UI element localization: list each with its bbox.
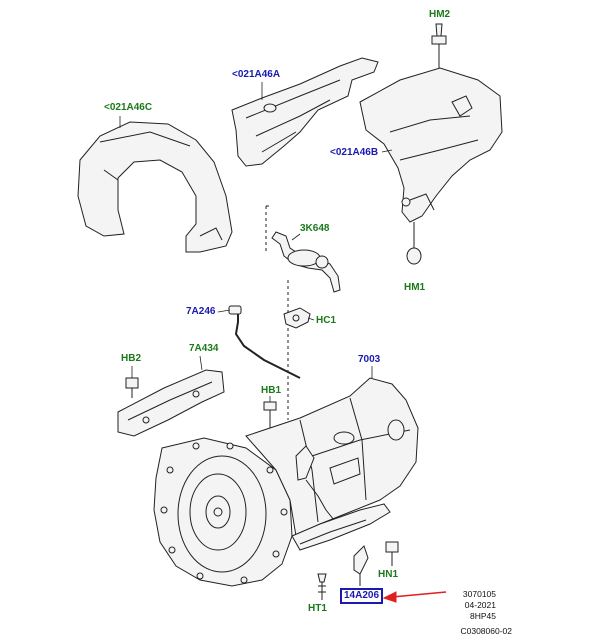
- label-hc1[interactable]: HC1: [316, 315, 337, 326]
- label-ht1[interactable]: HT1: [308, 603, 327, 614]
- label-hm2[interactable]: HM2: [429, 9, 451, 20]
- bolt-hm2: [431, 23, 447, 72]
- bolt-hb1: [263, 401, 277, 428]
- label-3k648[interactable]: 3K648: [300, 223, 330, 234]
- label-7003[interactable]: 7003: [358, 354, 381, 365]
- reference-line-3: 8HP45: [470, 611, 496, 621]
- tube-end-7a246: [228, 305, 242, 315]
- bracket-14a206: [353, 545, 369, 586]
- label-hb1[interactable]: HB1: [261, 385, 282, 396]
- label-021a46a[interactable]: <021A46A: [232, 69, 281, 80]
- breather-3k648: [271, 231, 341, 293]
- heat-shield-021a46c: [77, 121, 233, 253]
- label-hm1[interactable]: HM1: [404, 282, 426, 293]
- reference-code: C0308060-02: [460, 626, 512, 636]
- reference-line-1: 3070105: [462, 589, 496, 599]
- heat-shield-021a46b: [359, 67, 503, 223]
- bracket-7a434: [117, 369, 225, 437]
- label-hn1[interactable]: HN1: [378, 569, 399, 580]
- bolt-hb2: [125, 377, 139, 398]
- label-7a434[interactable]: 7A434: [189, 343, 219, 354]
- nut-hm1: [406, 222, 422, 265]
- label-14a206[interactable]: 14A206: [340, 588, 384, 604]
- heat-shield-021a46a: [231, 57, 379, 167]
- reference-line-2: 04-2021: [464, 600, 496, 610]
- leader-lines: [265, 205, 289, 420]
- label-7a246[interactable]: 7A246: [186, 306, 216, 317]
- stud-ht1: [317, 573, 327, 600]
- label-021a46b[interactable]: <021A46B: [330, 147, 379, 158]
- nut-hn1: [385, 541, 399, 566]
- label-leaders: [119, 82, 393, 402]
- diagram-reference: 3070105 04-2021 8HP45: [448, 589, 496, 622]
- red-arrow: [382, 591, 447, 603]
- transmission-7003: [153, 377, 419, 587]
- clip-hc1: [283, 307, 311, 329]
- label-021a46c[interactable]: <021A46C: [104, 102, 153, 113]
- label-hb2[interactable]: HB2: [121, 353, 142, 364]
